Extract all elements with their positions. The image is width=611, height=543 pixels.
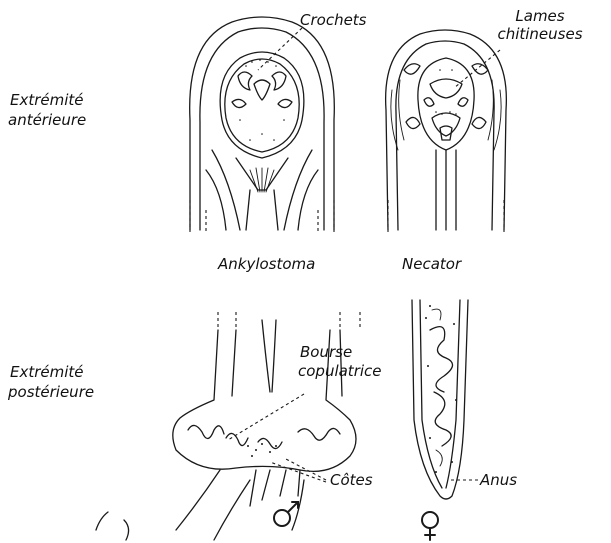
lames-leader-line [454,50,500,88]
label-cotes: Côtes [330,472,373,489]
necator-head-drawing [386,30,507,232]
female-symbol [422,512,438,540]
female-tail-drawing [412,300,468,499]
label-bourse-line1: Bourse [300,344,352,361]
label-anus: Anus [480,472,517,489]
label-anterior-line1: Extrémité [10,92,84,109]
label-bourse-line2: copulatrice [298,363,382,380]
label-lames-line2: chitineuses [494,26,586,43]
label-anterior-line2: antérieure [8,112,86,129]
ankylostoma-head-drawing [190,17,335,232]
label-necator: Necator [402,256,461,273]
label-lames-line1: Lames [510,8,570,25]
label-posterior-line2: postérieure [8,384,94,401]
bourse-leader-line [228,394,304,440]
label-ankylostoma: Ankylostoma [218,256,315,273]
label-crochets: Crochets [300,12,367,29]
label-posterior-line1: Extrémité [10,364,84,381]
